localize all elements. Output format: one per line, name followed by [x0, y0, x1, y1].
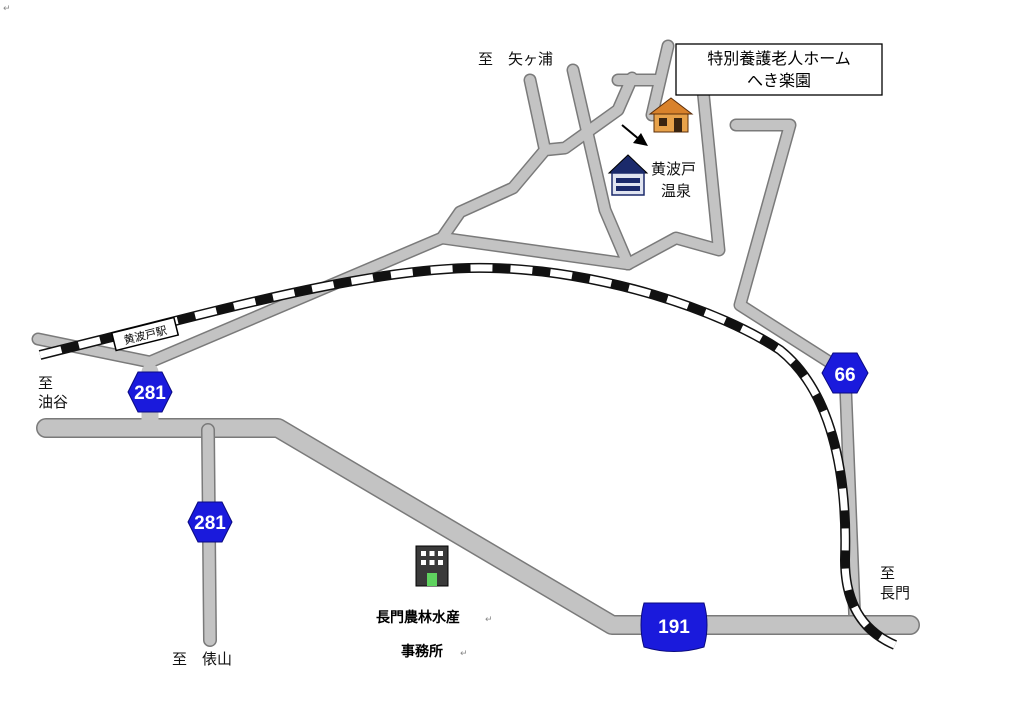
office-building-icon — [415, 545, 449, 587]
to-aburatani-label-line1: 至 — [38, 374, 53, 392]
arrow-icon — [621, 124, 648, 146]
return-mark-office-2: ↵ — [460, 649, 468, 659]
route-66-label: 66 — [834, 365, 855, 386]
road-network — [31, 39, 920, 647]
nursing-home-label-box: 特別養護老人ホーム へき楽園 — [675, 43, 883, 96]
to-yakeura-label: 至 矢ヶ浦 — [478, 50, 553, 68]
route-281-upper-shield: 281 — [127, 371, 173, 413]
office-label-line2: 事務所 — [401, 643, 443, 660]
return-mark-office-1: ↵ — [485, 615, 493, 625]
nursing-home-name-line2: へき楽園 — [747, 71, 811, 90]
nursing-home-name-line1: 特別養護老人ホーム — [707, 49, 851, 68]
onsen-label-line1: 黄波戸 — [651, 160, 696, 178]
return-mark-top-left: ↵ — [3, 4, 11, 14]
to-nagato-label-line2: 長門 — [880, 584, 910, 602]
to-tawarayama-label: 至 俵山 — [172, 650, 232, 668]
railway-line — [38, 262, 898, 650]
route-281-upper-label: 281 — [134, 383, 166, 404]
route-66-shield: 66 — [821, 352, 869, 394]
to-aburatani-label-line2: 油谷 — [38, 393, 68, 411]
onsen-label-line2: 温泉 — [661, 182, 691, 200]
route-281-lower-label: 281 — [194, 513, 226, 534]
to-nagato-label-line1: 至 — [880, 564, 895, 582]
route-191-label: 191 — [658, 617, 690, 638]
route-281-lower-shield: 281 — [187, 501, 233, 543]
office-label-line1: 長門農林水産 — [376, 609, 460, 626]
onsen-building-icon — [607, 154, 649, 196]
house-icon — [648, 97, 694, 133]
station-marker: 黄波戸駅 — [110, 316, 180, 352]
route-191-shield: 191 — [640, 602, 708, 652]
